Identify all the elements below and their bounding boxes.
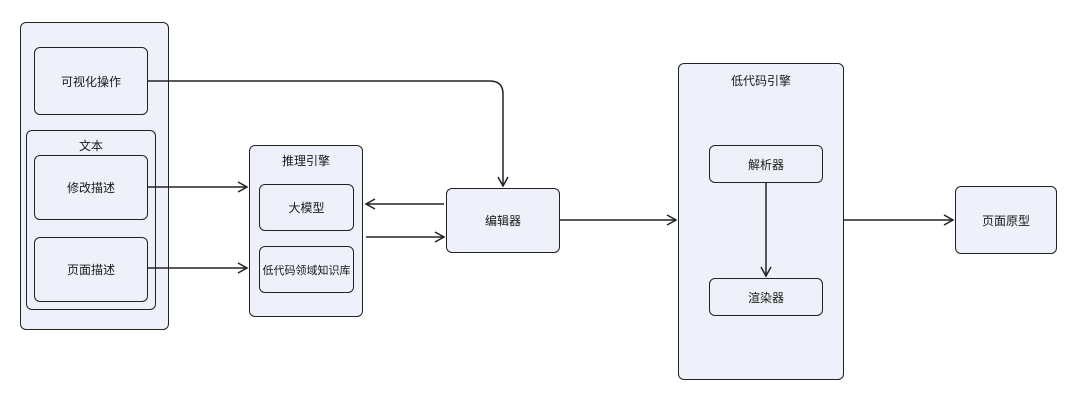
parser-box: 解析器: [709, 145, 823, 183]
renderer-box: 渲染器: [709, 278, 823, 316]
page-prototype-label: 页面原型: [981, 213, 1030, 228]
editor-box: 编辑器: [446, 188, 560, 253]
arrow-visual-to-editor: [148, 80, 509, 188]
knowledge-base-box: 低代码领域知识库: [259, 246, 354, 293]
visual-operation-label: 可视化操作: [60, 74, 121, 89]
visual-operation-box: 可视化操作: [34, 47, 148, 115]
llm-box: 大模型: [259, 184, 354, 231]
lowcode-engine-title: 低代码引擎: [730, 74, 791, 88]
inference-engine-title: 推理引擎: [281, 154, 330, 168]
page-description-box: 页面描述: [34, 237, 148, 302]
page-description-label: 页面描述: [66, 263, 115, 277]
llm-label: 大模型: [288, 201, 325, 215]
modify-description-label: 修改描述: [66, 181, 115, 195]
knowledge-base-label: 低代码领域知识库: [262, 263, 351, 277]
parser-label: 解析器: [747, 157, 784, 172]
editor-label: 编辑器: [484, 214, 521, 228]
lowcode-engine: 低代码引擎: [678, 63, 844, 380]
modify-description-box: 修改描述: [34, 155, 148, 220]
page-prototype-box: 页面原型: [955, 186, 1057, 254]
renderer-label: 渲染器: [747, 290, 784, 305]
text-group-title: 文本: [78, 139, 103, 153]
